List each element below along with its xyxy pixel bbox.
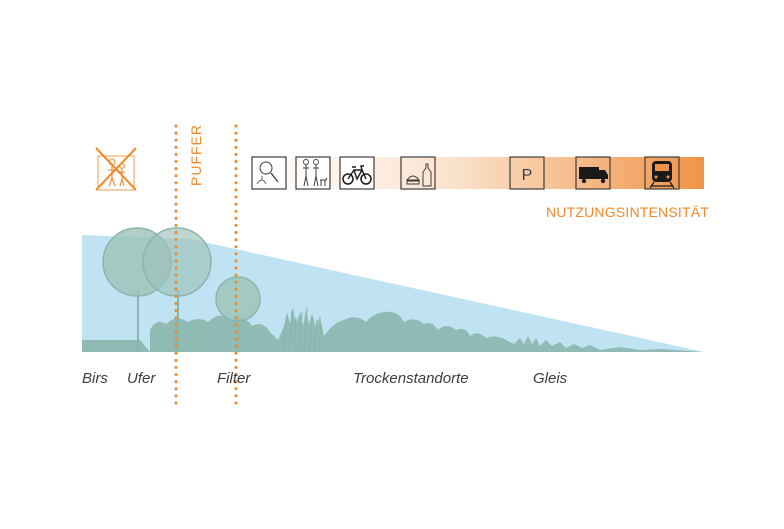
picnic-icon (400, 156, 436, 190)
no-people-icon (95, 147, 137, 191)
observation-icon (251, 156, 287, 190)
zone-label-gleis: Gleis (533, 370, 568, 387)
parking-icon: P (509, 156, 545, 190)
intensity-label: NUTZUNGSINTENSITÄT (546, 204, 710, 220)
grass-blades (283, 307, 322, 353)
train-icon (644, 156, 680, 190)
walking-icon (295, 156, 331, 190)
zone-label-ufer: Ufer (127, 370, 156, 387)
truck-icon (575, 156, 611, 190)
parking-icon-text: P (522, 167, 533, 184)
zone-label-filter: Filter (217, 370, 251, 387)
tree-filter (215, 276, 261, 352)
bicycle-icon (339, 156, 375, 190)
zone-label-birs: Birs (82, 370, 108, 387)
zone-label-trockenstandorte: Trockenstandorte (353, 370, 469, 387)
buffer-label: PUFFER (188, 124, 204, 186)
